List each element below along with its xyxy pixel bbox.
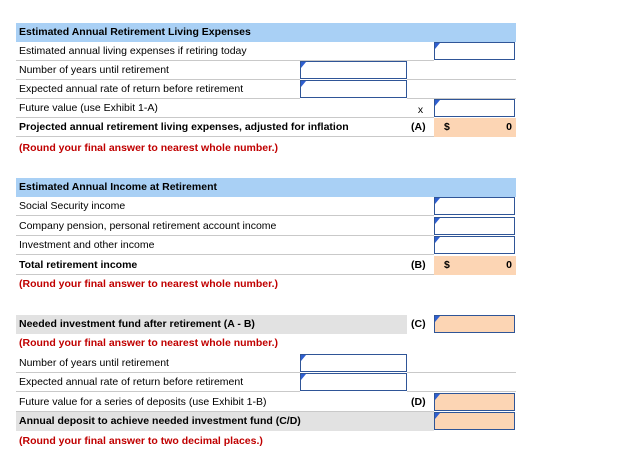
currency-symbol: $ xyxy=(444,259,450,271)
result-value-b: 0 xyxy=(506,259,512,271)
rounding-note-c: (Round your final answer to nearest whol… xyxy=(19,337,279,349)
row-label-years-until-retirement-2: Number of years until retirement xyxy=(16,354,300,373)
multiply-sign: x xyxy=(407,99,434,118)
result-tag-c: (C) xyxy=(411,318,426,330)
rate-of-return-input[interactable] xyxy=(300,80,407,98)
result-tag-a: (A) xyxy=(407,118,434,137)
total-income-result: $ 0 xyxy=(434,256,516,275)
future-value-factor-input[interactable] xyxy=(434,99,515,117)
years-until-retirement-input[interactable] xyxy=(300,61,407,79)
living-expenses-input[interactable] xyxy=(434,42,515,60)
input-marker-icon xyxy=(435,394,440,400)
row-label-future-value-deposits: Future value for a series of deposits (u… xyxy=(16,393,407,412)
input-marker-icon xyxy=(301,62,306,68)
input-marker-icon xyxy=(435,43,440,49)
rounding-note-a: (Round your final answer to nearest whol… xyxy=(19,142,279,154)
section-header-expenses: Estimated Annual Retirement Living Expen… xyxy=(16,23,516,42)
rounding-note-d: (Round your final answer to two decimal … xyxy=(19,435,263,447)
input-marker-icon xyxy=(435,316,440,322)
result-value-a: 0 xyxy=(506,121,512,133)
row-label-total-income: Total retirement income xyxy=(16,256,407,275)
result-tag-d: (D) xyxy=(407,393,434,412)
input-marker-icon xyxy=(435,218,440,224)
input-marker-icon xyxy=(435,413,440,419)
section-header-income: Estimated Annual Income at Retirement xyxy=(16,178,516,197)
row-label-rate-of-return: Expected annual rate of return before re… xyxy=(16,80,300,99)
row-label-years-until-retirement: Number of years until retirement xyxy=(16,61,300,80)
years-until-retirement-input-2[interactable] xyxy=(300,354,407,372)
result-tag-b: (B) xyxy=(407,256,434,275)
needed-fund-input[interactable] xyxy=(434,315,515,333)
pension-input[interactable] xyxy=(434,217,515,235)
rate-of-return-input-2[interactable] xyxy=(300,373,407,391)
row-label-investment-income: Investment and other income xyxy=(16,236,434,255)
row-label-needed-fund: Needed investment fund after retirement … xyxy=(16,315,407,334)
row-label-projected-expenses: Projected annual retirement living expen… xyxy=(16,118,407,137)
investment-income-input[interactable] xyxy=(434,236,515,254)
future-value-deposits-input[interactable] xyxy=(434,393,515,411)
currency-symbol: $ xyxy=(444,121,450,133)
input-marker-icon xyxy=(301,355,306,361)
annual-deposit-input[interactable] xyxy=(434,412,515,430)
rounding-note-b: (Round your final answer to nearest whol… xyxy=(19,278,279,290)
input-marker-icon xyxy=(435,237,440,243)
input-marker-icon xyxy=(435,100,440,106)
input-marker-icon xyxy=(301,81,306,87)
input-marker-icon xyxy=(435,198,440,204)
row-label-social-security: Social Security income xyxy=(16,197,434,216)
social-security-input[interactable] xyxy=(434,197,515,215)
row-label-annual-deposit: Annual deposit to achieve needed investm… xyxy=(16,412,434,431)
row-label-living-expenses: Estimated annual living expenses if reti… xyxy=(16,42,302,61)
row-label-pension: Company pension, personal retirement acc… xyxy=(16,217,434,236)
projected-expenses-result: $ 0 xyxy=(434,118,516,137)
row-label-rate-of-return-2: Expected annual rate of return before re… xyxy=(16,373,300,392)
input-marker-icon xyxy=(301,374,306,380)
row-label-future-value: Future value (use Exhibit 1-A) xyxy=(16,99,407,118)
